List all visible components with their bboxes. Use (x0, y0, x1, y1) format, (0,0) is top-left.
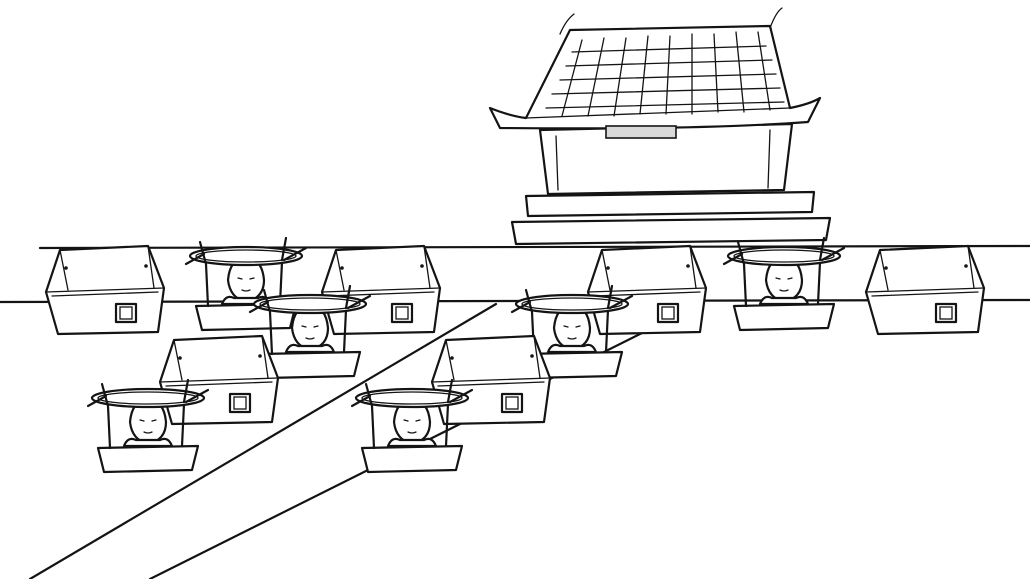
ground-line-upper (38, 244, 1030, 250)
open-box-figure-2 (722, 236, 846, 332)
closed-box-6 (430, 334, 552, 426)
pavilion (488, 7, 832, 246)
closed-box-4 (864, 244, 986, 336)
path-edge-left (28, 302, 498, 579)
closed-box-1 (44, 244, 166, 336)
closed-box-2 (320, 244, 442, 336)
open-box-figure-5 (86, 378, 210, 474)
closed-box-3 (586, 244, 708, 336)
closed-box-5 (158, 334, 280, 426)
open-box-figure-1 (184, 236, 308, 332)
ground-line-lower (0, 298, 1030, 304)
